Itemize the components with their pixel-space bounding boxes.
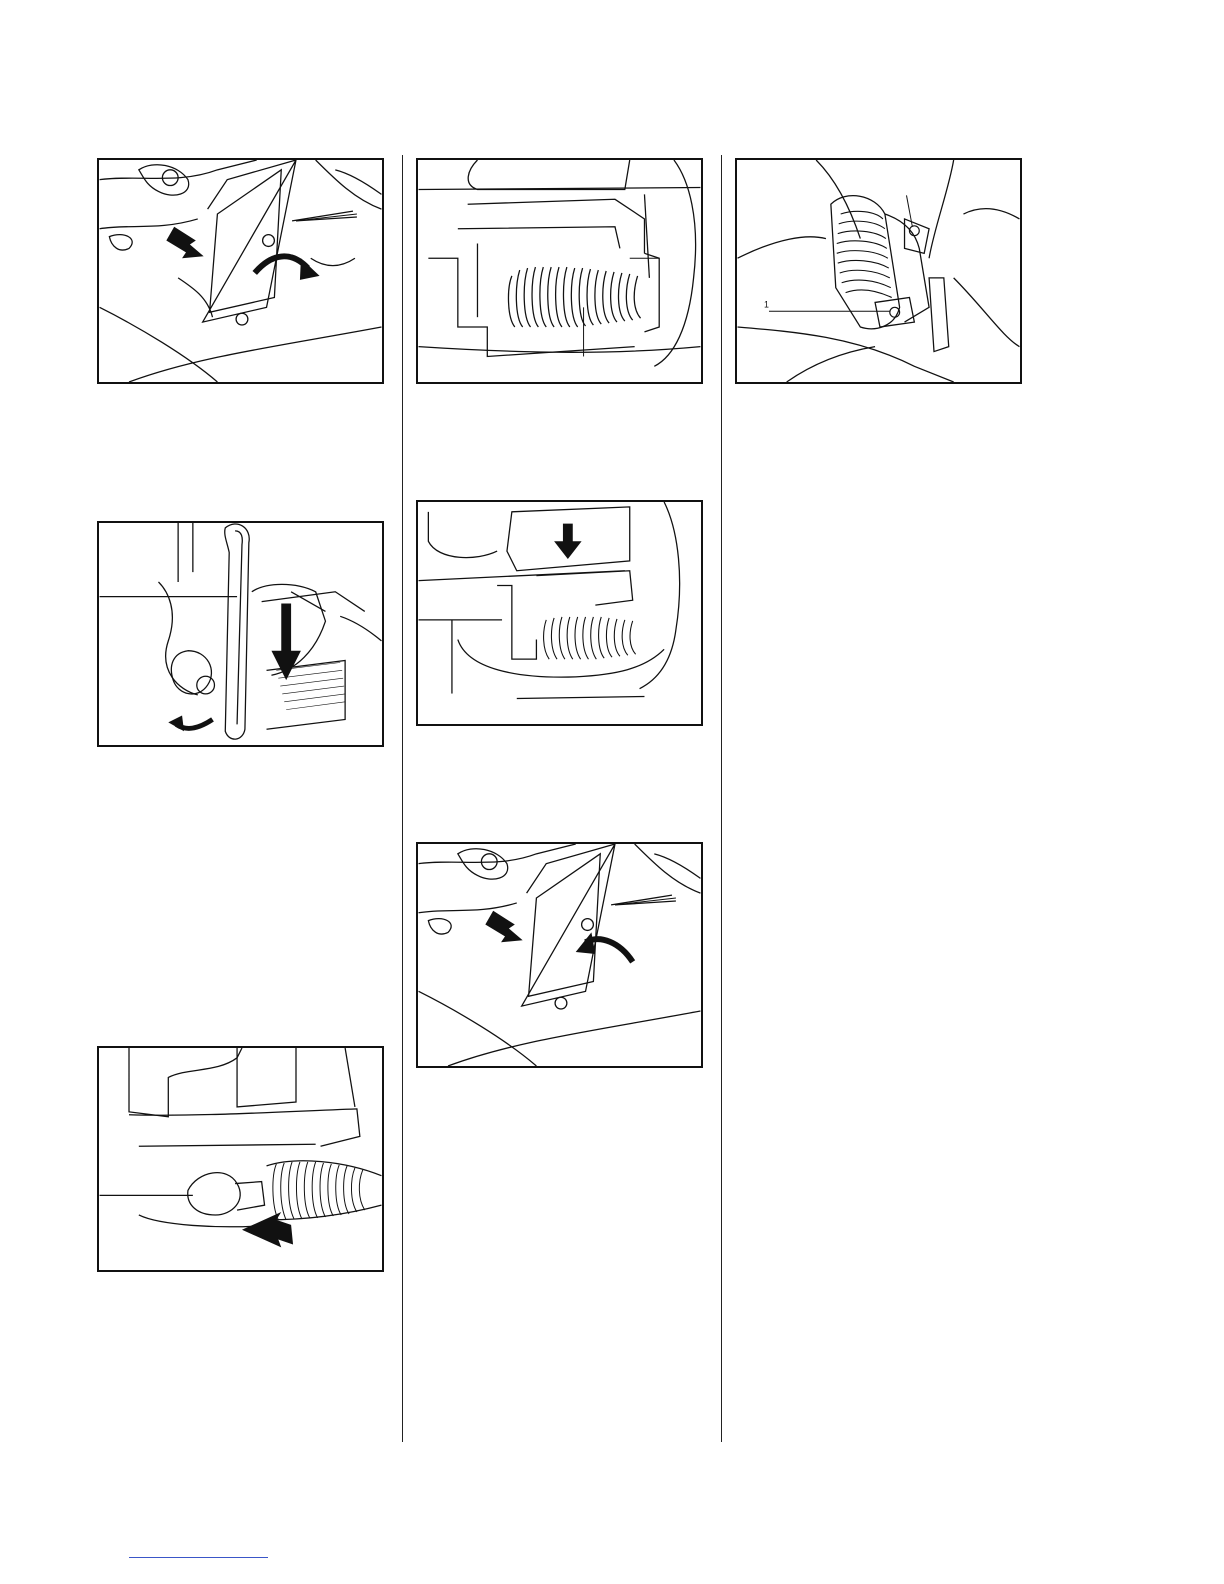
straight-arrow-icon [554,524,582,559]
figure-spring-compartment [416,158,703,384]
spring-coils [544,617,636,659]
figure-handle-swing [97,521,384,747]
spring-coils [508,267,640,327]
figure-cover-press [416,500,703,726]
figure-grip-screws: 1 [735,158,1022,384]
callout-number: 1 [764,299,769,309]
hose-coils [273,1162,365,1220]
column-divider [721,155,722,1442]
column-divider [402,155,403,1442]
handle-removal-illustration [99,160,382,382]
grip-ribs [837,211,892,297]
figure-hose-nut [97,1046,384,1272]
straight-arrow-icon [485,911,522,942]
figure-handle-removal [97,158,384,384]
figure-handle-refit [416,842,703,1068]
straight-arrow-icon [166,227,203,258]
footer-link[interactable] [129,1557,268,1558]
curved-arrow-icon [255,256,308,273]
